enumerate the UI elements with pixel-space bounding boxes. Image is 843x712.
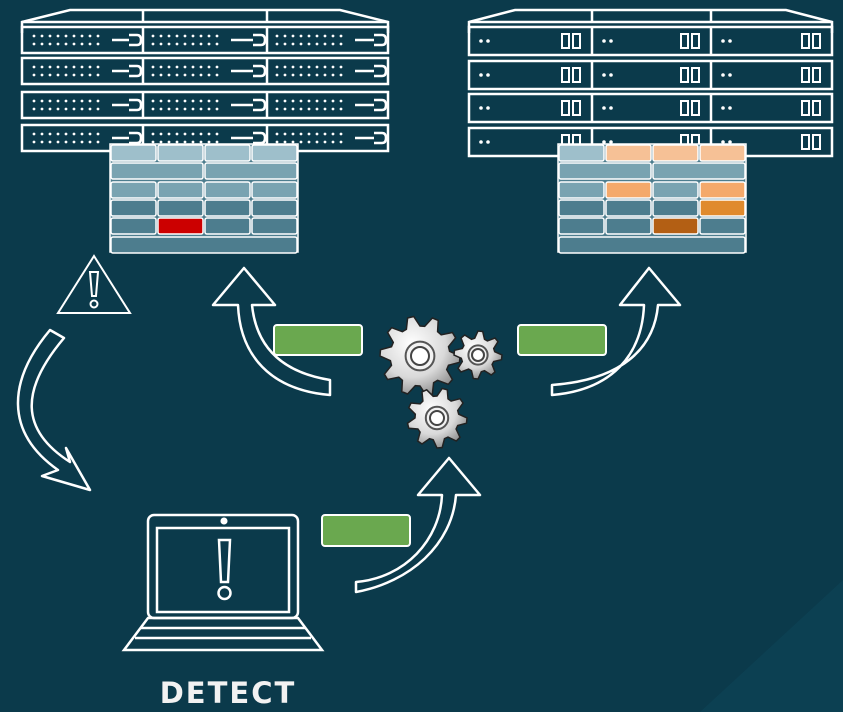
- table-cell: [204, 181, 251, 199]
- table-cell: [204, 162, 298, 180]
- gear: [453, 330, 503, 380]
- table-cell: [558, 181, 605, 199]
- table-cell: [110, 162, 204, 180]
- table-cell: [558, 162, 652, 180]
- table-cell: [558, 144, 605, 162]
- target-data-table: [557, 143, 747, 254]
- server-unit: [20, 90, 390, 120]
- table-cell: [558, 217, 605, 235]
- server-unit: [467, 92, 834, 124]
- gear: [406, 387, 468, 449]
- table-cell: [110, 199, 157, 217]
- table-cell: [157, 144, 204, 162]
- table-cell: [110, 236, 298, 254]
- table-cell: [251, 144, 298, 162]
- table-cell: [652, 199, 699, 217]
- table-cell: [110, 181, 157, 199]
- green-label-left: [273, 324, 363, 356]
- server-unit: [20, 25, 390, 55]
- table-cell: [605, 144, 652, 162]
- gear: [379, 315, 461, 397]
- target-server-rack-icon: [467, 8, 834, 158]
- laptop-exclamation-icon: [121, 513, 325, 652]
- table-cell: [699, 217, 746, 235]
- curved-arrow-to-target-table: [550, 266, 682, 397]
- curved-arrow-warning-to-laptop: [16, 328, 92, 492]
- warning-triangle-icon: [56, 254, 132, 314]
- table-cell: [204, 199, 251, 217]
- server-unit: [467, 25, 834, 57]
- source-server-rack-icon: [20, 8, 390, 153]
- table-cell: [605, 181, 652, 199]
- table-cell: [605, 217, 652, 235]
- table-cell: [652, 181, 699, 199]
- table-cell: [157, 217, 204, 235]
- table-cell: [699, 199, 746, 217]
- detect-caption: DETECT: [159, 676, 297, 710]
- table-cell: [157, 181, 204, 199]
- table-cell: [699, 144, 746, 162]
- source-data-table: [109, 143, 299, 254]
- table-cell: [204, 144, 251, 162]
- table-cell: [605, 199, 652, 217]
- curved-arrow-to-source-table: [211, 266, 332, 397]
- table-cell: [558, 236, 746, 254]
- green-label-bottom: [321, 514, 411, 547]
- table-cell: [652, 217, 699, 235]
- gears-icon: [379, 315, 503, 449]
- green-label-right: [517, 324, 607, 356]
- server-unit: [467, 59, 834, 91]
- table-cell: [699, 181, 746, 199]
- table-cell: [204, 217, 251, 235]
- table-cell: [110, 217, 157, 235]
- curved-arrow-laptop-to-gears: [354, 456, 482, 594]
- table-cell: [110, 144, 157, 162]
- table-cell: [251, 181, 298, 199]
- table-cell: [157, 199, 204, 217]
- table-cell: [652, 144, 699, 162]
- server-unit: [20, 56, 390, 86]
- table-cell: [251, 217, 298, 235]
- table-cell: [652, 162, 746, 180]
- table-cell: [251, 199, 298, 217]
- table-cell: [558, 199, 605, 217]
